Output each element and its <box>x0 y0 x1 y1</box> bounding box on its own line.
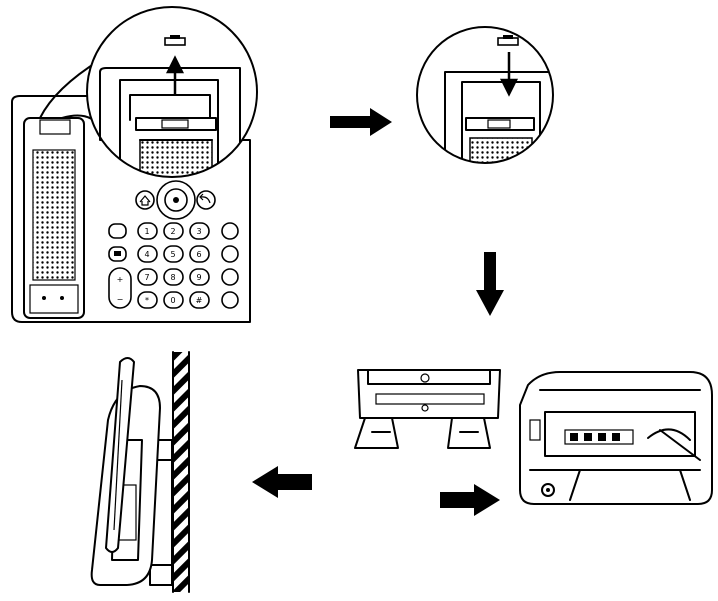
arrow-down-icon <box>476 252 504 316</box>
headset-key <box>221 222 239 240</box>
key-1-label: 1 <box>144 227 149 236</box>
back-icon <box>196 190 216 210</box>
redial-key <box>221 268 239 286</box>
key-3 <box>189 222 210 240</box>
desk-stand-illustration <box>354 369 501 449</box>
hookswitch-tab <box>164 37 186 46</box>
key-star-label: * <box>145 296 149 305</box>
key-hash <box>189 291 210 309</box>
key-6 <box>189 245 210 263</box>
hookswitch-tab <box>497 37 519 46</box>
phone-back-illustration <box>519 371 713 505</box>
key-9 <box>189 268 210 286</box>
arrow-down-icon <box>499 52 519 97</box>
key-1 <box>137 222 158 240</box>
speaker-key <box>221 291 239 309</box>
arrow-up-icon <box>165 55 185 96</box>
key-8-label: 8 <box>170 273 175 282</box>
key-7 <box>137 268 158 286</box>
key-2-label: 2 <box>170 227 175 236</box>
wall-hatch <box>173 352 189 592</box>
key-3-label: 3 <box>196 227 201 236</box>
volume-plus-label: + <box>117 275 124 284</box>
key-7-label: 7 <box>144 273 149 282</box>
key-5 <box>163 245 184 263</box>
key-2 <box>163 222 184 240</box>
key-6-label: 6 <box>196 250 201 259</box>
key-star <box>137 291 158 309</box>
zoom-detail-tab-down <box>416 26 554 164</box>
home-icon <box>135 190 155 210</box>
arrow-right-icon <box>440 484 500 516</box>
key-8 <box>163 268 184 286</box>
key-4 <box>137 245 158 263</box>
key-0-label: 0 <box>170 296 175 305</box>
key-4-label: 4 <box>144 250 149 259</box>
key-hash-label: # <box>196 296 203 305</box>
zoom-detail-tab-up <box>86 6 258 178</box>
key-5-label: 5 <box>170 250 175 259</box>
dial-keypad: 1 2 3 4 5 6 7 8 9 * 0 # <box>137 222 210 309</box>
key-9-label: 9 <box>196 273 201 282</box>
volume-minus-label: − <box>117 295 124 304</box>
arrow-right-icon <box>330 108 392 136</box>
arrow-left-icon <box>252 466 312 498</box>
volume-rocker <box>108 267 132 309</box>
wall-mounted-side-view <box>90 351 190 593</box>
directory-key <box>108 223 127 239</box>
mute-key <box>221 245 239 263</box>
key-0 <box>163 291 184 309</box>
